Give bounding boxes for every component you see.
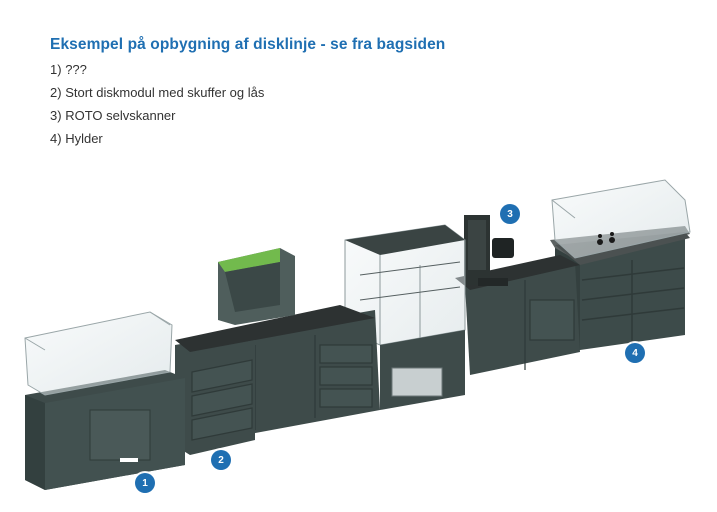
list-item: 2) Stort diskmodul med skuffer og lås	[50, 85, 265, 100]
badge-2: 2	[211, 450, 231, 470]
sneeze-guard-right	[551, 179, 691, 259]
component-list: 1) ??? 2) Stort diskmodul med skuffer og…	[50, 58, 264, 150]
sneeze-guard-left	[24, 311, 173, 396]
drawer-module	[182, 340, 255, 455]
page-title: Eksempel på opbygning af disklinje - se …	[50, 36, 446, 53]
green-display-panel	[218, 248, 295, 325]
counter-right	[455, 255, 580, 375]
refrigerated-counter	[24, 311, 185, 490]
list-item: 1) ???	[50, 62, 87, 77]
badge-3: 3	[500, 204, 520, 224]
badge-1: 1	[135, 473, 155, 493]
self-scanner	[464, 215, 514, 286]
list-item: 4) Hylder	[50, 131, 103, 146]
badge-4: 4	[625, 343, 645, 363]
list-item: 3) ROTO selvskanner	[50, 108, 176, 123]
